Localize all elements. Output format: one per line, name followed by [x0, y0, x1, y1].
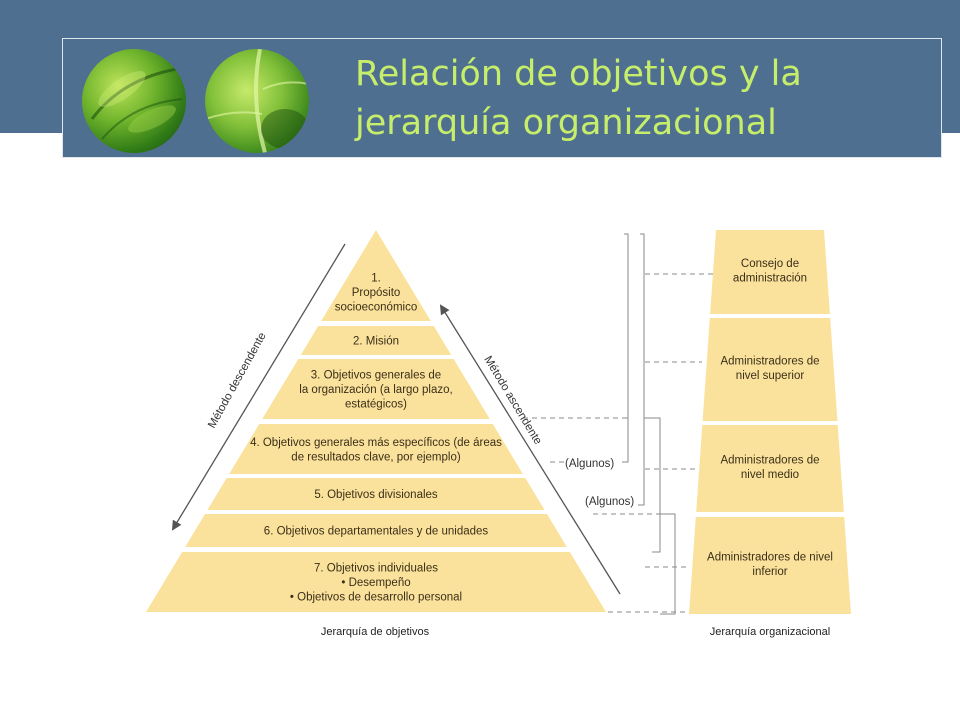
org-hierarchy: Consejo de administraciónAdministradores … — [689, 230, 851, 614]
bracket-middle-upper — [622, 418, 629, 463]
some-label-lower: (Algunos) — [585, 496, 634, 508]
pyramid-level-6 — [185, 514, 567, 547]
pyramid-level-5-text: 5. Objetivos divisionales — [314, 489, 438, 501]
hierarchy-level-2 — [702, 318, 838, 421]
hierarchy-level-3-text: Administradores de — [720, 454, 819, 466]
pyramid-level-4 — [229, 424, 523, 474]
leaf-image-icon — [82, 49, 186, 153]
bracket-top-outer — [640, 233, 645, 477]
objectives-hierarchy-diagram: 1. Propósito socioeconómico 2. Misión 3. Obj… — [146, 230, 851, 638]
bracket-middle — [644, 417, 661, 553]
hierarchy-level-2-text: nivel superior — [736, 370, 805, 382]
hierarchy-level-3 — [696, 425, 844, 512]
hierarchy-level-1-text: Consejo de — [741, 258, 799, 270]
pyramid-level-4-text: de resultados clave, por ejemplo) — [291, 451, 461, 463]
ascending-arrow — [439, 304, 621, 595]
pyramid-level-7-text: • Objetivos de desarrollo personal — [290, 592, 462, 604]
pyramid-level-3-text: 3. Objetivos generales de — [311, 370, 441, 382]
pyramid: 1. Propósito socioeconómico 2. Misión 3. Obj… — [146, 230, 621, 612]
title-line-1: Relación de objetivos y la — [355, 54, 802, 94]
hierarchy-level-2-text: Administradores de — [720, 355, 819, 367]
hierarchy-level-1 — [710, 230, 830, 314]
descending-method-label: Método descendente — [206, 331, 269, 431]
some-label-upper: (Algunos) — [565, 458, 614, 470]
connector-lines — [523, 233, 715, 615]
pyramid-level-5 — [207, 478, 545, 510]
hierarchy-level-1-text: administración — [733, 272, 807, 284]
pyramid-level-4-text: 4. Objetivos generales más específicos (… — [250, 437, 502, 449]
pyramid-level-2 — [300, 326, 452, 355]
hierarchy-caption: Jerarquía organizacional — [710, 626, 830, 638]
pyramid-caption: Jerarquía de objetivos — [321, 626, 430, 638]
pyramid-level-6-text: 6. Objetivos departamentales y de unidad… — [264, 526, 489, 538]
hierarchy-level-4-text: inferior — [752, 566, 787, 578]
pyramid-level-1 — [321, 230, 431, 321]
pyramid-level-3-text: la organización (a largo plazo, — [299, 384, 452, 396]
hierarchy-level-4-text: Administradores de nivel — [707, 551, 833, 563]
pyramid-level-7-text: 7. Objetivos individuales — [314, 563, 438, 575]
bracket-top — [624, 233, 629, 419]
title-line-2: jerarquía organizacional — [355, 103, 777, 143]
descending-arrow — [171, 243, 346, 531]
pyramid-level-3 — [262, 359, 490, 419]
bracket-middle-lower — [638, 477, 645, 506]
pyramid-level-1-text: socioeconómico — [335, 302, 417, 314]
pyramid-level-7-text: • Desempeño — [341, 577, 410, 589]
bracket-lower — [660, 513, 676, 615]
pyramid-level-7 — [146, 552, 606, 612]
pyramid-level-2-text: 2. Misión — [353, 336, 399, 348]
hierarchy-level-3-text: nivel medio — [741, 469, 799, 481]
page-title: Relación de objetivos y la jerarquía org… — [355, 50, 915, 148]
pyramid-level-3-text: estatégicos) — [345, 399, 407, 411]
pyramid-level-1-text: Propósito — [352, 287, 401, 299]
leaf-closeup-icon — [205, 49, 309, 153]
pyramid-level-1-text: 1. — [371, 273, 381, 285]
hierarchy-level-4 — [689, 517, 851, 614]
